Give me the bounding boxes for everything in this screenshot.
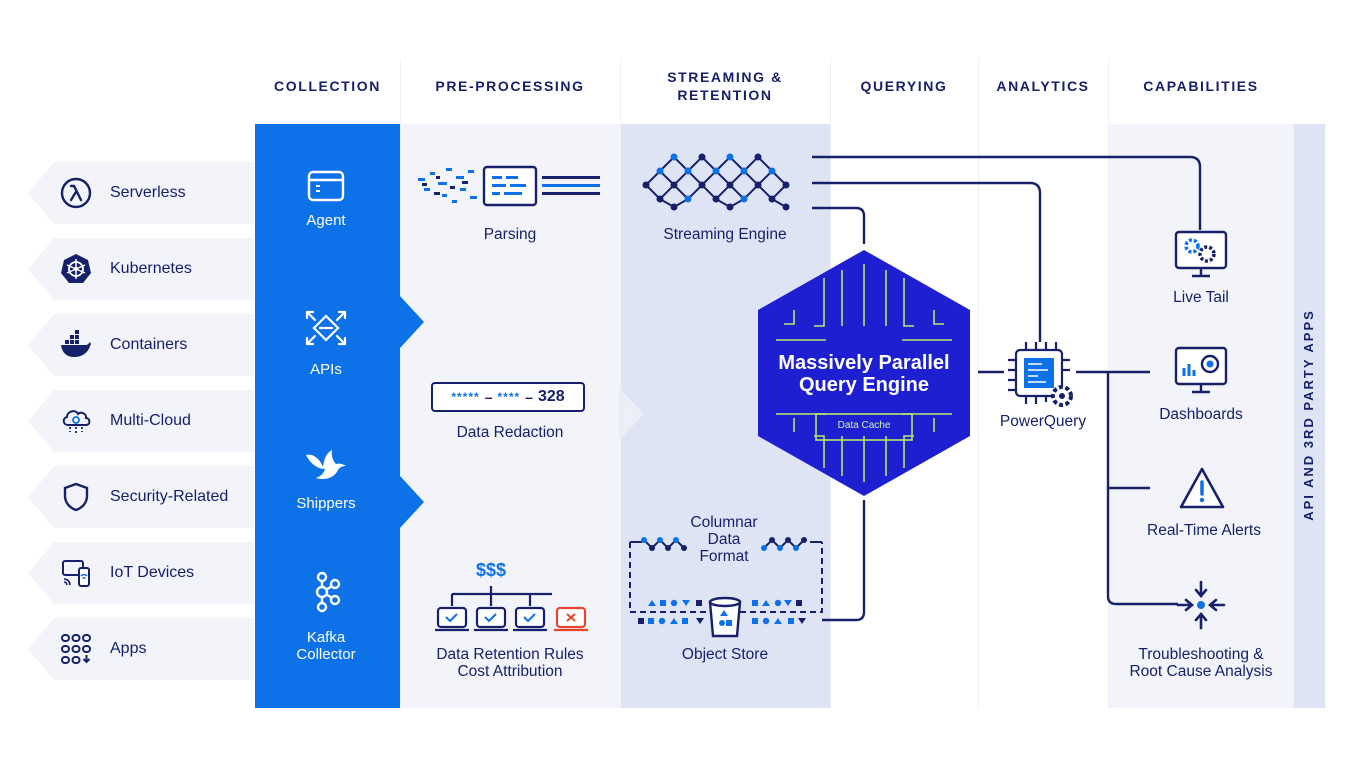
- source-containers: Containers: [28, 314, 254, 376]
- object-store-frame: [629, 537, 823, 638]
- live-tail-icon: [1174, 230, 1228, 278]
- column-header-preprocessing: PRE-PROCESSING: [435, 78, 585, 94]
- columnar-line1: Columnar: [690, 514, 758, 531]
- query-engine-hexagon: [758, 250, 970, 496]
- column-header-streaming: STREAMING & RETENTION: [620, 58, 830, 114]
- columnar-label: Columnar Data Format: [672, 514, 776, 565]
- shipper-bird-icon: [306, 450, 346, 480]
- iot-devices-icon: [62, 560, 90, 587]
- source-apps: Apps: [28, 618, 254, 680]
- column-divider: [978, 58, 979, 708]
- column-header-capabilities: CAPABILITIES: [1143, 78, 1259, 94]
- flow-chevron: [619, 388, 644, 440]
- collection-shippers-label: Shippers: [296, 495, 356, 512]
- agent-window-icon: [307, 170, 345, 202]
- column-header-analytics: ANALYTICS: [996, 78, 1090, 94]
- parsing-label: Parsing: [483, 226, 537, 243]
- object-store-label: Object Store: [681, 646, 769, 663]
- retention-rules-icon: [435, 586, 588, 632]
- redaction-visible: 328: [537, 388, 565, 405]
- retention-label: Data Retention Rules Cost Attribution: [400, 646, 620, 680]
- redaction-dash: –: [525, 389, 533, 405]
- apps-grid-icon: [61, 634, 91, 664]
- source-label: Multi-Cloud: [110, 412, 191, 429]
- kafka-icon: [315, 571, 341, 613]
- source-iot: IoT Devices: [28, 542, 254, 604]
- source-label: Security-Related: [110, 488, 229, 505]
- source-security: Security-Related: [28, 466, 254, 528]
- parsing-icon: [418, 165, 600, 207]
- retention-line2: Cost Attribution: [457, 663, 563, 680]
- source-label: Serverless: [110, 184, 186, 201]
- column-header-streaming-line2: RETENTION: [677, 87, 773, 103]
- column-header-querying: QUERYING: [860, 78, 948, 94]
- alerts-label: Real-Time Alerts: [1147, 522, 1261, 539]
- source-label: Containers: [110, 336, 188, 353]
- collection-kafka-line1: Kafka: [306, 629, 346, 646]
- redaction-dash: –: [484, 389, 493, 405]
- source-label: Kubernetes: [110, 260, 192, 277]
- columnar-line3: Format: [699, 548, 749, 565]
- collection-apis-label: APIs: [310, 361, 342, 378]
- column-header-collection: COLLECTION: [274, 78, 381, 94]
- redaction-box: ***** – **** – 328: [431, 382, 585, 412]
- api-strip: [1294, 124, 1325, 708]
- collection-panel: [255, 124, 424, 708]
- api-third-party-label: API AND 3RD PARTY APPS: [1301, 309, 1316, 521]
- source-multi-cloud: Multi-Cloud: [28, 390, 254, 452]
- cloud-icon: [62, 410, 91, 434]
- alert-triangle-icon: [1179, 467, 1225, 509]
- kubernetes-icon: [61, 254, 91, 283]
- source-label: IoT Devices: [110, 564, 195, 581]
- troubleshoot-line2: Root Cause Analysis: [1129, 663, 1273, 680]
- api-exchange-icon: [305, 310, 347, 346]
- troubleshoot-target-icon: [1176, 580, 1226, 630]
- redaction-masked-b: ****: [497, 390, 521, 404]
- collection-agent-label: Agent: [306, 212, 346, 229]
- streaming-engine-label: Streaming Engine: [663, 226, 787, 243]
- powerquery-chip-icon: [1008, 342, 1073, 407]
- query-engine-title: Massively Parallel Query Engine: [754, 352, 974, 396]
- troubleshoot-line1: Troubleshooting &: [1138, 646, 1264, 663]
- column-divider: [620, 58, 621, 708]
- source-kubernetes: Kubernetes: [28, 238, 254, 300]
- cost-dollar-symbol: $$$: [475, 560, 507, 580]
- redaction-label: Data Redaction: [456, 424, 564, 441]
- collection-kafka-line2: Collector: [296, 646, 356, 663]
- data-cache-label: Data Cache: [837, 420, 891, 431]
- docker-icon: [61, 330, 91, 357]
- column-header-streaming-line1: STREAMING &: [667, 69, 783, 85]
- powerquery-label: PowerQuery: [999, 413, 1087, 430]
- collection-kafka-label: Kafka Collector: [256, 629, 396, 663]
- streaming-network-icon: [642, 153, 790, 211]
- troubleshoot-label: Troubleshooting & Root Cause Analysis: [1101, 646, 1301, 680]
- column-divider: [400, 58, 401, 708]
- columnar-line2: Data: [707, 531, 741, 548]
- dashboards-label: Dashboards: [1159, 406, 1243, 423]
- source-label: Apps: [110, 640, 147, 657]
- query-engine-line2: Query Engine: [798, 374, 930, 396]
- live-tail-label: Live Tail: [1173, 289, 1229, 306]
- redaction-masked-a: *****: [451, 390, 480, 404]
- dashboard-icon: [1174, 346, 1228, 394]
- shield-icon: [63, 482, 89, 512]
- query-engine-line1: Massively Parallel: [778, 352, 950, 374]
- retention-line1: Data Retention Rules: [436, 646, 584, 663]
- lambda-icon: [60, 177, 92, 209]
- source-serverless: Serverless: [28, 162, 254, 224]
